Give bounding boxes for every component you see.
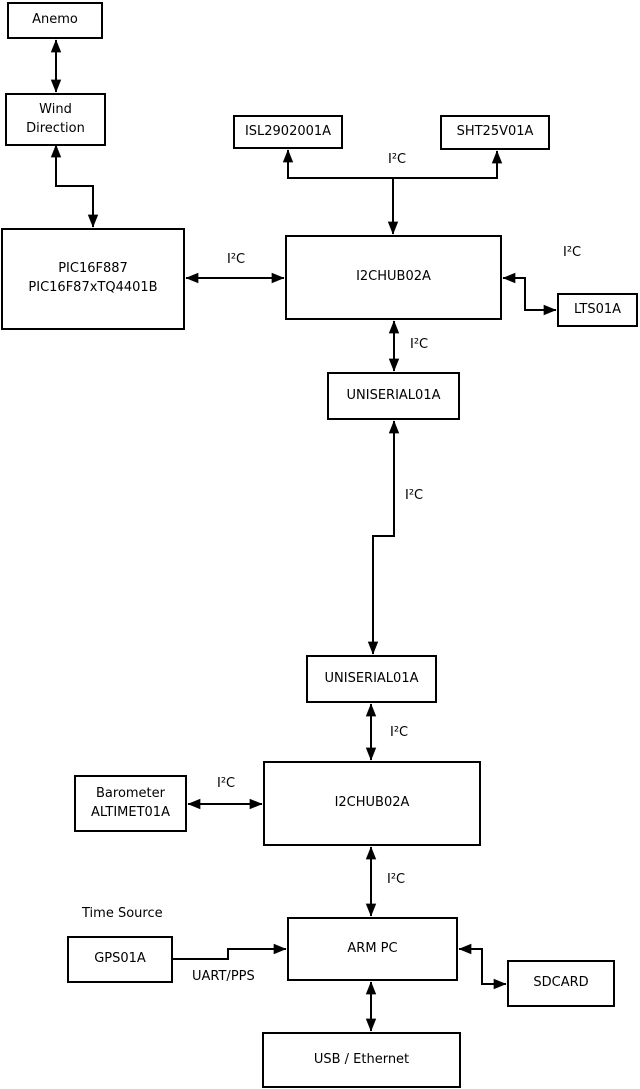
- node-wind-direction: Wind Direction: [5, 93, 106, 146]
- node-isl2902001a: ISL2902001A: [233, 115, 343, 149]
- node-usb-ethernet: USB / Ethernet: [262, 1032, 461, 1088]
- label-i2c-uniserial-link: I²C: [405, 488, 424, 503]
- node-uniserial01a-2-label: UNISERIAL01A: [324, 670, 419, 686]
- node-barometer-altimet01a: Barometer ALTIMET01A: [74, 775, 187, 832]
- edge-wind-pic: [50, 144, 99, 228]
- label-uart-pps: UART/PPS: [192, 969, 255, 984]
- node-sdcard: SDCARD: [507, 960, 615, 1007]
- node-isl2902001a-label: ISL2902001A: [244, 123, 332, 139]
- node-sdcard-label: SDCARD: [533, 975, 589, 991]
- node-wind-direction-label: Wind Direction: [26, 101, 85, 136]
- edge-hub1-lts: [502, 272, 557, 316]
- label-i2c-barometer-hub2: I²C: [217, 776, 236, 791]
- node-i2chub02a-1-label: I2CHUB02A: [356, 269, 431, 285]
- label-i2c-pic-hub1: I²C: [227, 252, 246, 267]
- label-i2c-uniserial2-hub2: I²C: [390, 725, 409, 740]
- node-anemo: Anemo: [7, 2, 103, 39]
- node-sht25v01a: SHT25V01A: [440, 115, 550, 150]
- edge-uniserial1-uniserial2: [367, 420, 400, 655]
- node-arm-pc: ARM PC: [287, 917, 458, 981]
- node-lts01a-label: LTS01A: [573, 301, 622, 317]
- node-i2chub02a-2-label: I2CHUB02A: [334, 795, 410, 811]
- label-i2c-hub1-uniserial1: I²C: [410, 337, 429, 352]
- label-i2c-hub2-armpc: I²C: [387, 872, 406, 887]
- node-uniserial01a-1: UNISERIAL01A: [327, 372, 460, 420]
- node-i2chub02a-1: I2CHUB02A: [285, 235, 502, 320]
- edge-armpc-sdcard: [458, 943, 507, 990]
- node-i2chub02a-2: I2CHUB02A: [263, 761, 481, 846]
- node-sht25v01a-label: SHT25V01A: [456, 124, 534, 140]
- label-i2c-sensor-bus: I²C: [388, 152, 407, 167]
- label-time-source: Time Source: [82, 906, 163, 921]
- node-barometer-altimet01a-label: Barometer ALTIMET01A: [91, 785, 170, 820]
- node-arm-pc-label: ARM PC: [347, 940, 398, 956]
- node-gps01a-label: GPS01A: [94, 951, 146, 967]
- edge-gps-armpc: [173, 943, 287, 960]
- node-gps01a: GPS01A: [67, 936, 173, 983]
- node-uniserial01a-1-label: UNISERIAL01A: [346, 387, 441, 403]
- node-pic16f887: PIC16F887 PIC16F87xTQ4401B: [1, 228, 185, 330]
- node-pic16f887-label: PIC16F887 PIC16F87xTQ4401B: [28, 261, 158, 295]
- label-i2c-hub1-lts: I²C: [563, 245, 582, 260]
- node-lts01a: LTS01A: [557, 293, 638, 327]
- node-uniserial01a-2: UNISERIAL01A: [306, 655, 437, 703]
- node-anemo-label: Anemo: [32, 12, 78, 28]
- node-usb-ethernet-label: USB / Ethernet: [313, 1051, 410, 1067]
